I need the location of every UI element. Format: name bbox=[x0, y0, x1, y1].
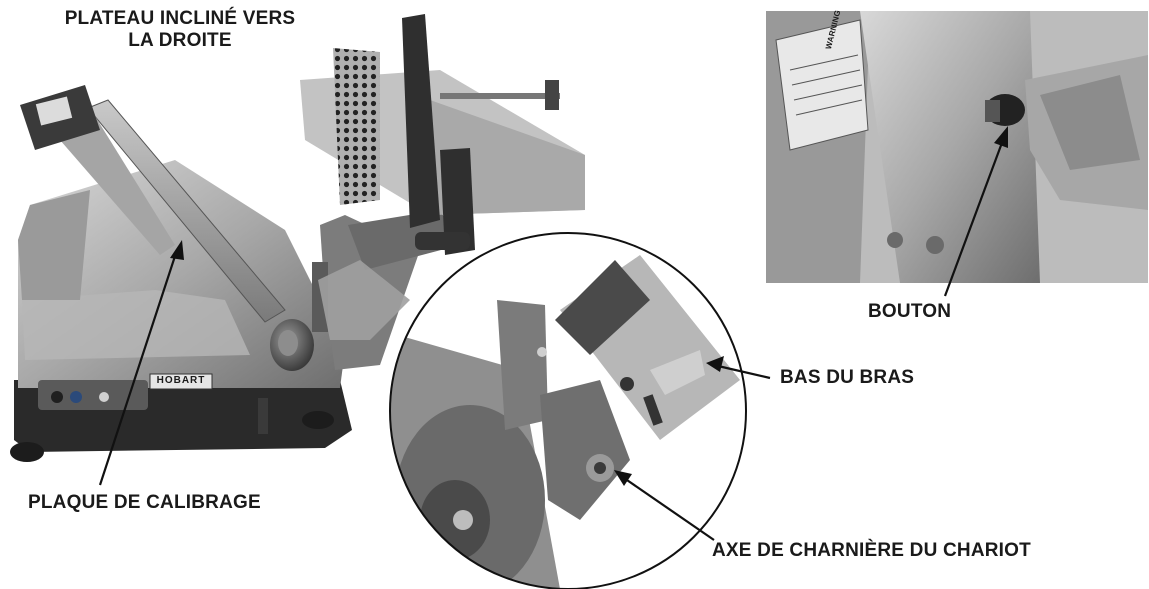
carriage-arm bbox=[312, 210, 460, 370]
tilted-tray-label-line2: LA DROITE bbox=[128, 30, 232, 51]
carriage-hinge-pin-label: AXE DE CHARNIÈRE DU CHARIOT bbox=[712, 540, 1031, 561]
gauge-plate-label: PLAQUE DE CALIBRAGE bbox=[28, 492, 261, 513]
hobart-logo: HOBART bbox=[156, 375, 206, 386]
leader-arrows bbox=[98, 126, 1008, 541]
slicer-body bbox=[10, 160, 352, 462]
food-tray bbox=[300, 14, 585, 255]
hinge-detail-circle bbox=[389, 232, 747, 589]
tilted-tray-label: PLATEAU INCLINÉ VERS LA DROITE bbox=[30, 8, 330, 52]
knob-photo-inset bbox=[766, 11, 1148, 283]
gauge-plate bbox=[20, 85, 286, 323]
tilted-tray-label-line1: PLATEAU INCLINÉ VERS bbox=[64, 8, 296, 29]
lower-arm-label: BAS DU BRAS bbox=[780, 367, 915, 388]
knob-label: BOUTON bbox=[868, 301, 952, 322]
